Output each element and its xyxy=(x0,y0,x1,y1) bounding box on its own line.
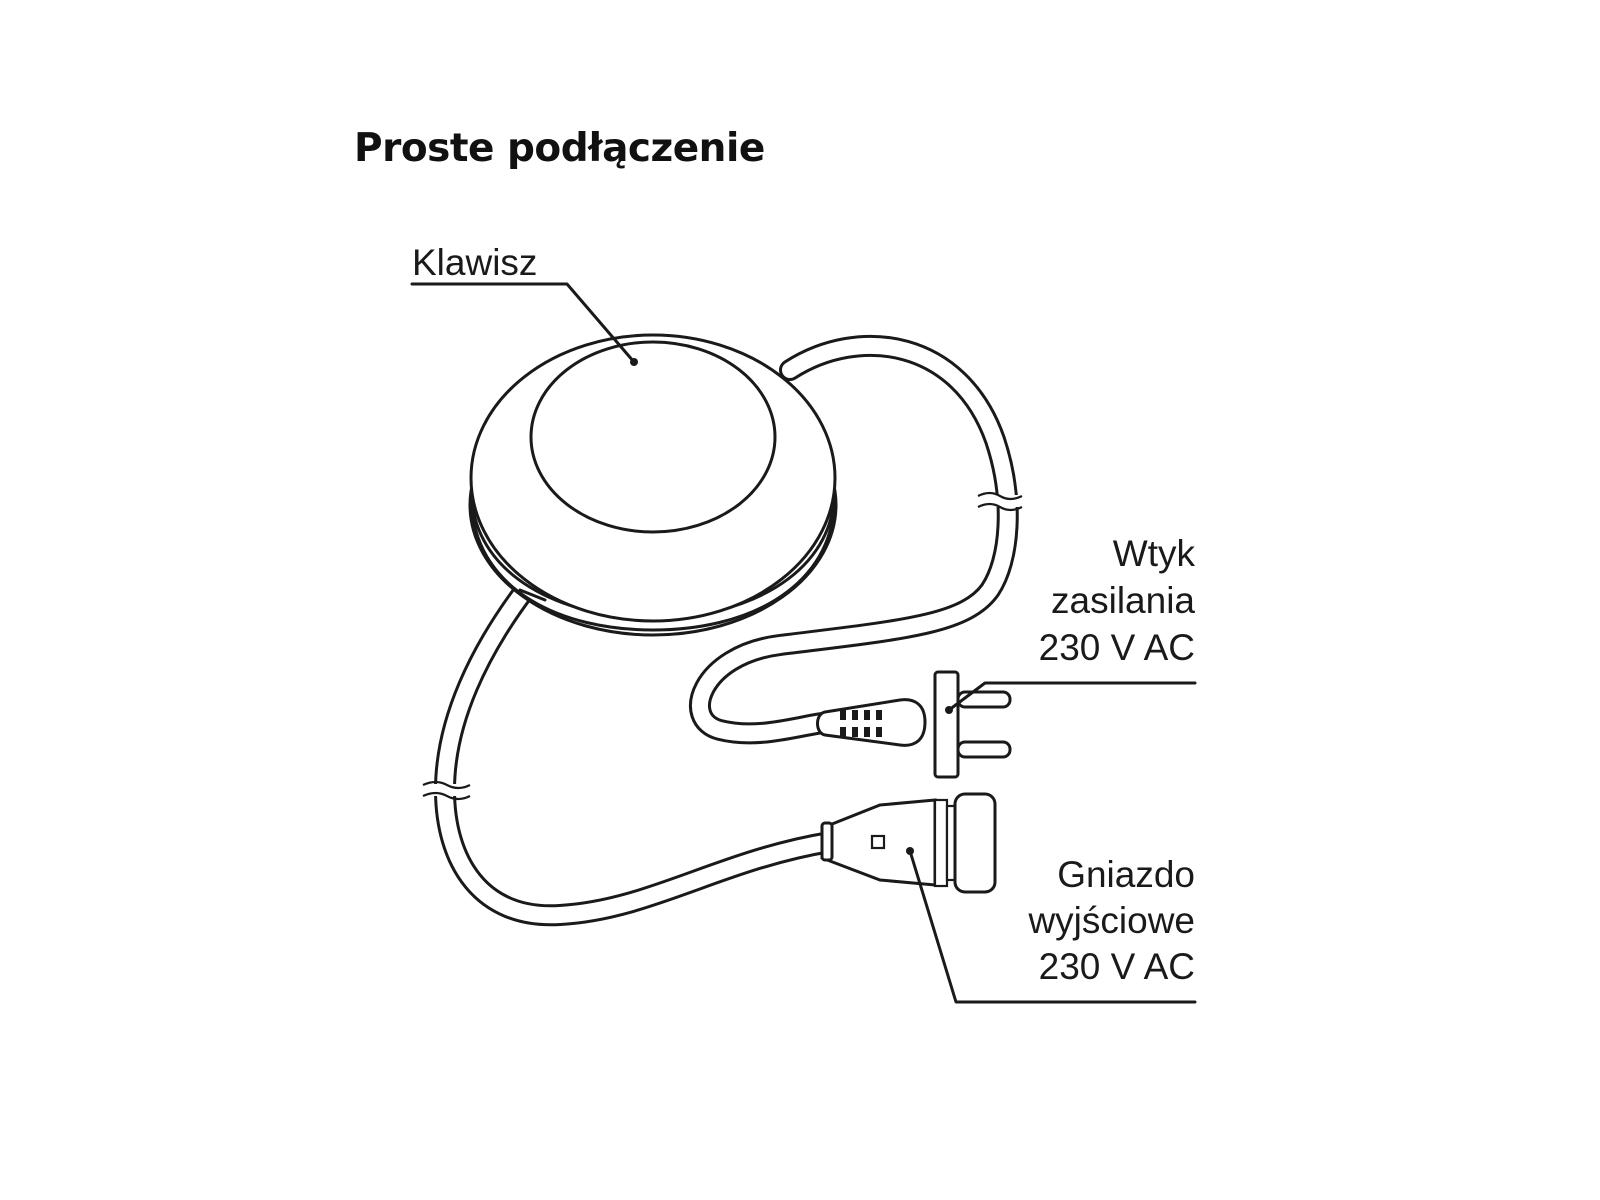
output-cable xyxy=(422,579,841,927)
switch-key xyxy=(529,340,777,534)
socket-label-line-2: wyjściowe xyxy=(1027,900,1195,941)
key-leader xyxy=(410,282,636,364)
plug-label-line-2: zasilania xyxy=(1051,580,1195,621)
plug-leader xyxy=(947,681,1197,712)
plug-label-line-1: Wtyk xyxy=(1113,533,1196,574)
socket-label-line-3: 230 V AC xyxy=(1039,946,1195,987)
socket-label-line-1: Gniazdo xyxy=(1057,854,1195,895)
foot-switch-icon xyxy=(468,333,838,637)
power-plug-icon xyxy=(816,670,1012,779)
output-socket-icon xyxy=(820,792,997,894)
key-label: Klawisz xyxy=(412,242,537,283)
diagram-title: Proste podłączenie xyxy=(354,126,765,171)
power-cable xyxy=(689,334,1023,745)
socket-leader xyxy=(908,849,1197,1004)
plug-label-line-3: 230 V AC xyxy=(1039,627,1195,668)
